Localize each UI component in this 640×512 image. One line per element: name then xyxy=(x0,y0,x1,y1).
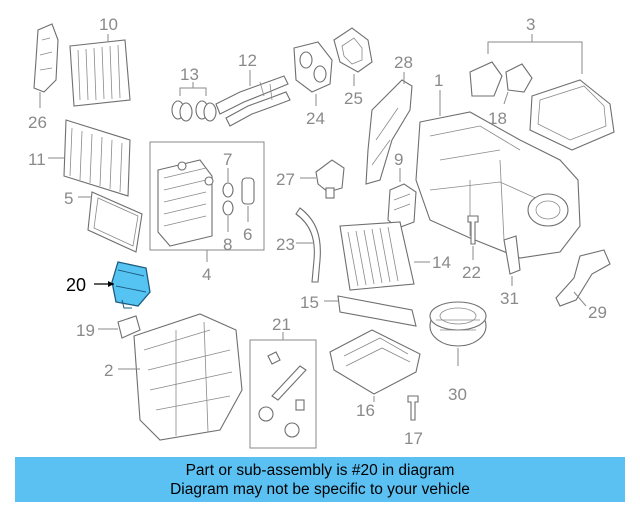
callout-22: 22 xyxy=(462,263,481,282)
part-19: 19 xyxy=(76,315,141,340)
callout-4: 4 xyxy=(202,265,211,284)
callout-25: 25 xyxy=(344,89,363,108)
callout-21: 21 xyxy=(272,315,291,334)
part-16: 16 xyxy=(329,329,421,420)
callout-6: 6 xyxy=(243,225,252,244)
callout-1: 1 xyxy=(434,71,443,90)
callout-5: 5 xyxy=(64,189,73,208)
callout-15: 15 xyxy=(300,293,319,312)
part-18: 18 xyxy=(488,63,533,128)
part-21-box: 21 xyxy=(249,315,317,449)
banner-line-2: Diagram may not be specific to your vehi… xyxy=(170,481,470,498)
part-3: 3 xyxy=(469,15,615,151)
part-9: 9 xyxy=(387,150,417,229)
part-17: 17 xyxy=(404,395,423,448)
callout-2: 2 xyxy=(104,361,113,380)
part-12: 12 xyxy=(215,51,291,127)
callout-23: 23 xyxy=(276,235,295,254)
callout-17: 17 xyxy=(404,429,423,448)
part-27: 27 xyxy=(276,159,345,199)
part-10: 10 xyxy=(69,15,131,107)
callout-8: 8 xyxy=(223,235,232,254)
part-26: 26 xyxy=(28,23,59,132)
callout-28: 28 xyxy=(394,53,413,72)
callout-19: 19 xyxy=(76,321,95,340)
callout-11: 11 xyxy=(28,150,46,169)
callout-16: 16 xyxy=(356,401,375,420)
part-5: 5 xyxy=(64,189,143,253)
callout-7: 7 xyxy=(223,150,232,169)
part-13: 13 xyxy=(171,65,217,122)
callout-18: 18 xyxy=(488,109,507,128)
banner-line-1: Part or sub-assembly is #20 in diagram xyxy=(185,462,455,479)
callout-24: 24 xyxy=(306,109,325,128)
part-25: 25 xyxy=(333,27,373,108)
callout-13: 13 xyxy=(180,65,199,84)
part-24: 24 xyxy=(293,41,333,128)
callout-27: 27 xyxy=(276,170,295,189)
callout-12: 12 xyxy=(238,51,257,70)
callout-10: 10 xyxy=(99,15,118,34)
notice-banner: Part or sub-assembly is #20 in diagram D… xyxy=(15,457,625,502)
callout-20: 20 xyxy=(66,275,86,295)
callout-3: 3 xyxy=(526,15,535,34)
callout-30: 30 xyxy=(448,385,467,404)
callout-14: 14 xyxy=(432,253,451,272)
callout-31: 31 xyxy=(500,289,519,308)
part-1: 1 xyxy=(415,71,581,259)
part-28: 28 xyxy=(365,53,413,185)
part-20-highlighted: 20 xyxy=(66,261,151,309)
part-23: 23 xyxy=(276,207,321,283)
part-4-box: 7 8 6 4 xyxy=(149,141,265,284)
callout-26: 26 xyxy=(28,113,47,132)
part-15: 15 xyxy=(300,293,417,327)
callout-29: 29 xyxy=(588,303,607,322)
part-14: 14 xyxy=(339,221,451,291)
callout-9: 9 xyxy=(394,150,403,169)
part-30: 30 xyxy=(429,301,487,404)
part-29: 29 xyxy=(555,249,611,322)
part-11: 11 xyxy=(28,119,131,197)
parts-diagram: 26 10 11 5 20 19 2 xyxy=(28,15,615,449)
part-2: 2 xyxy=(104,313,243,441)
part-31: 31 xyxy=(500,235,521,308)
part-22: 22 xyxy=(462,215,481,282)
